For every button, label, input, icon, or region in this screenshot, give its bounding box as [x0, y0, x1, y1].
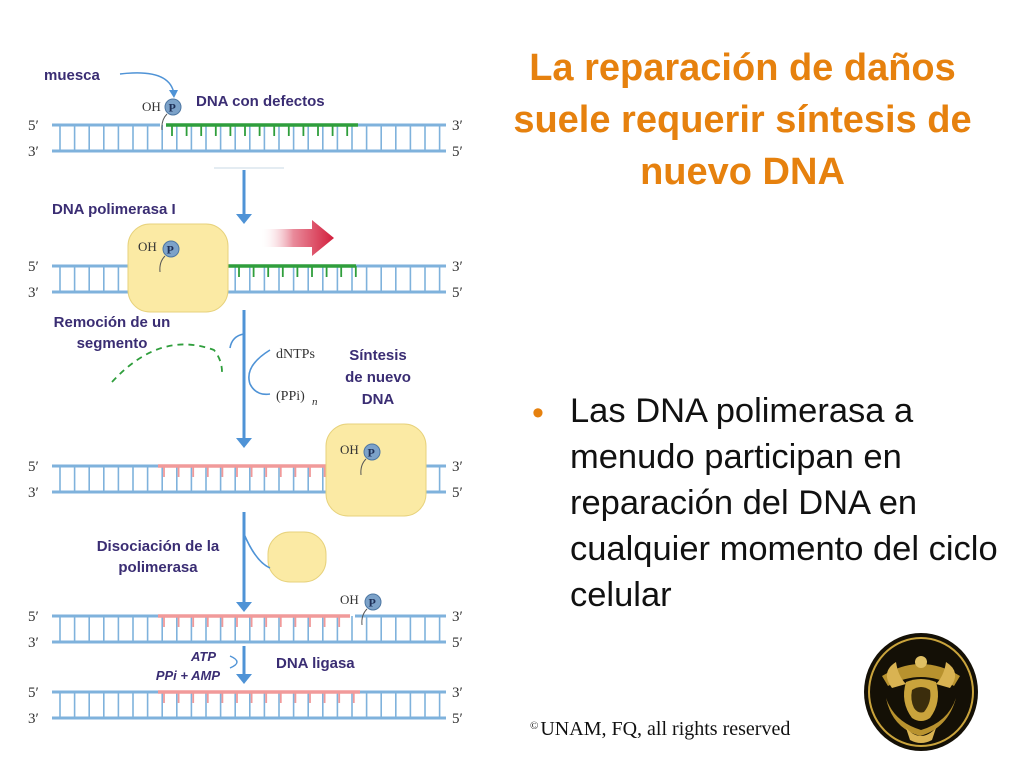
- five-prime-label: 5′: [28, 685, 39, 701]
- process-arrow-icon: [236, 438, 252, 448]
- nick-pointer-head: [169, 90, 178, 98]
- dissociation-curve: [243, 533, 271, 569]
- five-prime-label: 5′: [452, 485, 463, 501]
- dissociation-label-line2: polimerasa: [118, 559, 198, 576]
- nick-label: muesca: [44, 67, 101, 84]
- oh-p-marker-1: OH P: [142, 98, 182, 131]
- dntps-label: dNTPs: [276, 347, 315, 362]
- three-prime-label: 3′: [28, 285, 39, 301]
- three-prime-label: 3′: [452, 259, 463, 275]
- three-prime-label: 3′: [28, 485, 39, 501]
- atp-label: ATP: [190, 649, 216, 664]
- five-prime-label: 5′: [452, 285, 463, 301]
- three-prime-label: 3′: [452, 118, 463, 134]
- removed-fragment: [111, 343, 223, 383]
- dntp-curve: [248, 349, 271, 396]
- phosphate-icon: [162, 240, 180, 258]
- polymerase-i-label: DNA polimerasa I: [52, 201, 176, 218]
- dna-duplex-3: 5′ 3′ 3′ 5′: [28, 459, 463, 501]
- phosphate-label: P: [169, 101, 176, 115]
- dna-ligase-label: DNA ligasa: [276, 655, 355, 672]
- five-prime-label: 5′: [28, 609, 39, 625]
- oh-p-marker-4: OH P: [340, 592, 382, 626]
- dna-duplex-2: 5′ 3′ 3′ 5′: [28, 259, 463, 301]
- phosphate-label: P: [167, 243, 174, 257]
- copyright-text: UNAM, FQ, all rights reserved: [540, 718, 791, 740]
- ppi-label: (PPi): [276, 389, 305, 404]
- copyright-symbol: ©: [530, 720, 539, 732]
- ppi-subscript: n: [312, 396, 318, 408]
- three-prime-label: 3′: [452, 459, 463, 475]
- bullet-text: Las DNA polimerasa a menudo participan e…: [570, 392, 998, 614]
- oh-label: OH: [340, 442, 359, 457]
- phosphate-label: P: [369, 596, 376, 610]
- five-prime-label: 5′: [452, 635, 463, 651]
- oh-p-marker-3: OH P: [340, 442, 381, 476]
- phosphate-link: [360, 458, 367, 476]
- dna-duplex-4: 5′ 3′ 3′ 5′: [28, 609, 463, 651]
- removal-label-line2: segmento: [77, 335, 148, 352]
- defective-dna-label: DNA con defectos: [196, 93, 325, 110]
- three-prime-label: 3′: [28, 711, 39, 727]
- synthesis-label-line1: Síntesis: [349, 347, 407, 364]
- enzymes: [127, 223, 427, 583]
- copyright-notice: ©UNAM, FQ, all rights reserved: [530, 718, 790, 741]
- oh-label: OH: [340, 592, 359, 607]
- phosphate-label: P: [368, 446, 375, 460]
- atp-curve: [229, 655, 238, 669]
- dna-repair-diagram: 5′3′3′5′5′3′3′5′5′3′3′5′5′3′3′5′5′3′3′5′…: [28, 67, 463, 727]
- phosphate-link: [361, 608, 368, 626]
- synthesis-label-line2: de nuevo: [345, 369, 411, 386]
- bullet-point: • Las DNA polimerasa a menudo participan…: [532, 388, 1002, 618]
- five-prime-label: 5′: [28, 459, 39, 475]
- ppi-amp-label: PPi + AMP: [156, 668, 221, 683]
- process-arrow-icon: [236, 602, 252, 612]
- dna-duplex-1: 5′ 3′ 3′ 5′: [28, 118, 463, 160]
- removal-label-line1: Remoción de un: [54, 314, 171, 331]
- dissociation-label-line1: Disociación de la: [97, 538, 220, 555]
- removal-curve: [229, 333, 245, 349]
- nick-pointer: [119, 72, 175, 95]
- process-arrows: [111, 72, 334, 684]
- phosphate-icon: [164, 98, 182, 116]
- phosphate-icon: [363, 443, 381, 461]
- dna-duplex-5: 5′ 3′ 3′ 5′: [28, 685, 463, 727]
- synthesis-label-line3: DNA: [362, 391, 395, 408]
- five-prime-label: 5′: [452, 144, 463, 160]
- three-prime-label: 3′: [28, 144, 39, 160]
- slide-title: La reparación de daños suele requerir sí…: [513, 47, 972, 193]
- three-prime-label: 3′: [28, 635, 39, 651]
- three-prime-label: 3′: [452, 685, 463, 701]
- oh-label: OH: [138, 239, 157, 254]
- five-prime-label: 5′: [28, 118, 39, 134]
- phosphate-icon: [364, 593, 382, 611]
- three-prime-label: 3′: [452, 609, 463, 625]
- process-arrow-icon: [236, 214, 252, 224]
- five-prime-label: 5′: [28, 259, 39, 275]
- phosphate-link: [161, 113, 168, 131]
- polymerase-enzyme-2: [325, 423, 427, 517]
- five-prime-label: 5′: [452, 711, 463, 727]
- forward-red-arrow-icon: [260, 220, 334, 256]
- polymerase-enzyme-released: [267, 531, 327, 583]
- phosphate-link: [159, 255, 166, 273]
- process-arrow-icon: [236, 674, 252, 684]
- oh-p-marker-2: OH P: [138, 239, 180, 273]
- unam-crest-icon: [864, 633, 978, 751]
- bullet-dot-icon: •: [532, 394, 544, 432]
- polymerase-enzyme-1: [127, 223, 229, 313]
- oh-label: OH: [142, 99, 161, 114]
